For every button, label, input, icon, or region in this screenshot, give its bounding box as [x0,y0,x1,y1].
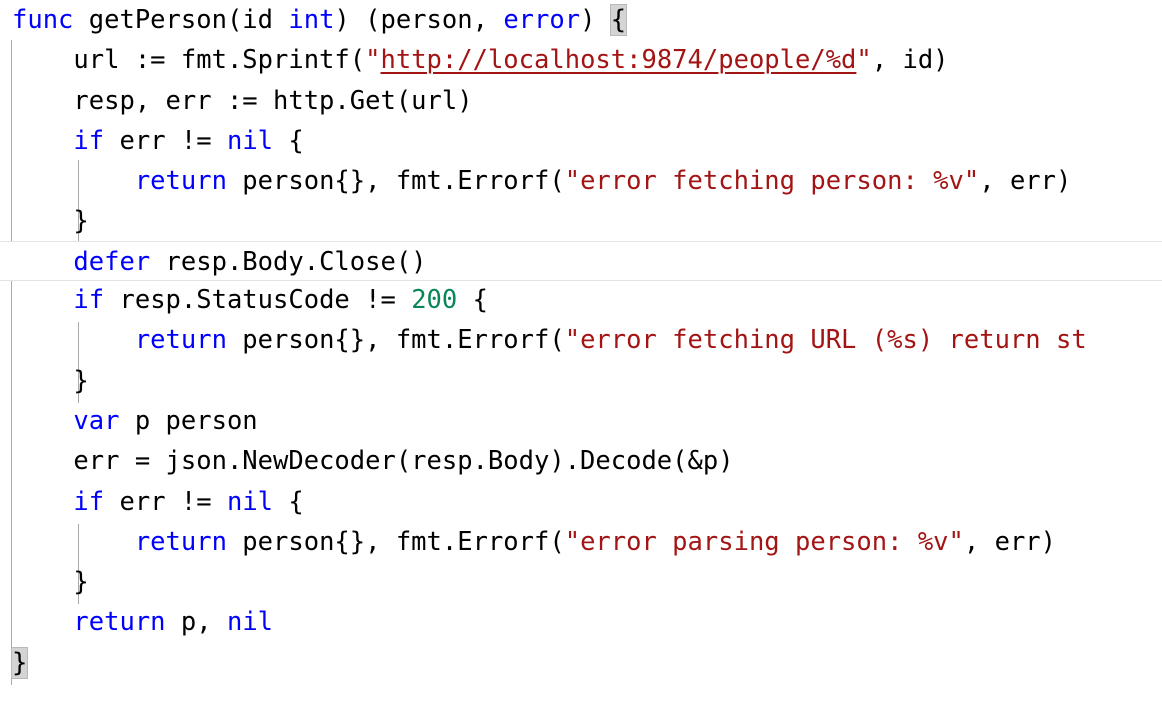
code-token: p person [119,405,258,436]
number-token: 200 [411,285,458,316]
code-line[interactable]: url := fmt.Sprintf("http://localhost:987… [0,40,1162,80]
code-line[interactable]: var p person [0,401,1162,441]
string-token: "error fetching URL (%s) return st [564,325,1087,356]
line-indent [12,567,73,597]
line-indent [12,406,73,436]
code-line[interactable]: } [0,643,1162,683]
code-line[interactable]: resp, err := http.Get(url) [0,81,1162,121]
string-token: "error fetching person: %v" [564,166,980,197]
keyword-token: return [73,607,166,638]
code-line-current[interactable]: defer resp.Body.Close() [0,240,1162,282]
code-line[interactable]: } [0,201,1162,241]
code-line[interactable]: if err != nil { [0,482,1162,522]
code-token: ) (person, [334,5,504,35]
code-token: resp.StatusCode != [104,285,412,316]
keyword-token: return [134,325,227,356]
code-token: } [73,206,89,237]
line-indent [12,607,73,637]
code-line[interactable]: err = json.NewDecoder(resp.Body).Decode(… [0,441,1162,481]
keyword-token: return [134,526,227,557]
bracket-match-highlight: } [10,646,29,679]
code-token: } [73,365,89,396]
string-token: " [365,45,381,76]
code-token: , err) [963,526,1057,557]
keyword-token: defer [73,246,151,277]
string-token: "error parsing person: %v" [564,526,964,557]
line-indent [12,86,73,116]
line-indent [12,247,73,277]
code-token: err = json.NewDecoder(resp.Body).Decode(… [73,446,734,477]
line-indent [12,45,73,75]
keyword-token: nil [226,486,274,517]
code-token: p, [165,607,227,638]
code-token: person{}, fmt.Errorf( [226,325,565,356]
code-token: { [457,285,488,316]
code-token: ) [580,5,611,35]
code-token: { [273,486,304,517]
code-token: resp.Body.Close() [150,246,427,277]
line-indent [12,206,73,236]
url-link[interactable]: http://localhost:9874/people/%d [380,45,857,76]
code-token: person{}, fmt.Errorf( [226,166,565,197]
code-line[interactable]: return person{}, fmt.Errorf("error parsi… [0,522,1162,562]
line-indent [12,126,73,156]
keyword-token: nil [226,607,274,638]
line-indent [12,325,135,355]
code-line[interactable]: if resp.StatusCode != 200 { [0,280,1162,320]
code-token: err != [104,486,227,517]
line-indent [12,446,73,476]
keyword-token: if [73,285,105,316]
line-indent [12,527,135,557]
code-line[interactable]: } [0,562,1162,602]
code-token: , id) [871,45,949,76]
keyword-token: var [73,405,120,436]
type-token: int [288,5,335,35]
type-token: error [503,5,581,35]
code-token: } [73,567,89,598]
code-token: , err) [979,166,1072,197]
code-token: person{}, fmt.Errorf( [226,526,565,557]
line-indent [12,285,73,315]
keyword-token: nil [226,125,274,156]
bracket-match-highlight: { [609,4,628,36]
code-line[interactable]: if err != nil { [0,121,1162,161]
line-indent [12,366,73,396]
keyword-token: if [73,486,105,517]
keyword-token: return [134,166,227,197]
code-token: { [273,125,304,156]
code-token: err != [104,125,227,156]
code-line[interactable]: return p, nil [0,602,1162,642]
code-line[interactable]: return person{}, fmt.Errorf("error fetch… [0,161,1162,201]
code-token: url := fmt.Sprintf( [73,45,366,76]
line-indent [12,487,73,517]
code-line[interactable]: return person{}, fmt.Errorf("error fetch… [0,320,1162,360]
line-indent [12,166,135,196]
code-token: getPerson(id [73,5,289,35]
code-line[interactable]: } [0,361,1162,401]
string-token: " [856,45,872,76]
keyword-token: if [73,125,105,156]
keyword-token: func [12,5,74,35]
code-token: resp, err := http.Get(url) [73,85,473,116]
code-line[interactable]: func getPerson(id int) (person, error) { [0,0,1162,40]
